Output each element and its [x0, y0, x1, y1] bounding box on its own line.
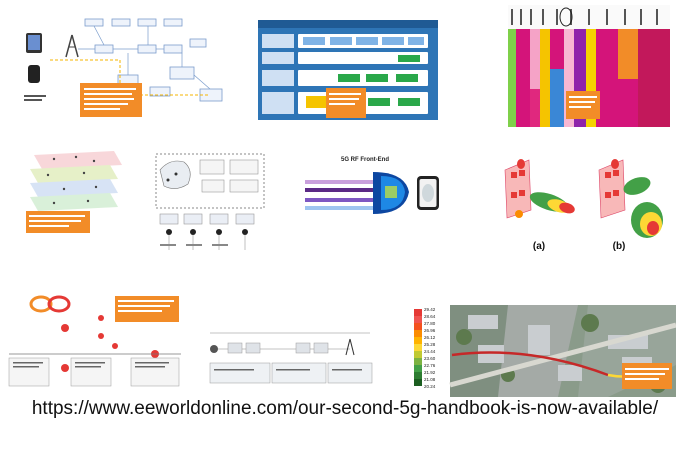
infinity-icon — [29, 295, 71, 313]
network-layers-figure — [24, 145, 124, 237]
heatmap-legend-value: 21.08 — [424, 377, 436, 382]
public-network-diagram-figure — [20, 5, 238, 123]
rf-front-end-figure: 5G RF Front-End — [285, 152, 445, 232]
network-block-diagram-figure — [258, 20, 438, 120]
heatmap-legend-value: 26.96 — [424, 328, 436, 333]
beam-label-a: (a) — [533, 241, 545, 252]
phone-icon — [28, 65, 40, 83]
heatmap-legend-bar — [414, 309, 422, 386]
thumb-latency-diagram[interactable] — [200, 325, 380, 387]
thumb-aerial-heatmap[interactable]: 29.42 28.64 27.80 26.96 26.12 25.28 24.44 23.60… — [408, 305, 676, 397]
map-architecture-figure — [150, 140, 270, 258]
source-url-caption[interactable]: https://www.eeworldonline.com/our-second… — [31, 398, 659, 419]
heatmap-legend-value: 22.76 — [424, 363, 436, 368]
heatmap-legend-value: 24.44 — [424, 349, 436, 354]
heatmap-legend-value: 23.60 — [424, 356, 436, 361]
thumb-network-layers[interactable] — [24, 145, 124, 237]
tower-icon — [345, 338, 355, 356]
aerial-heatmap-figure: 29.42 28.64 27.80 26.96 26.12 25.28 24.44 23.60… — [408, 305, 676, 397]
rf-front-end-title: 5G RF Front-End — [341, 157, 389, 163]
heatmap-legend-value: 27.80 — [424, 321, 436, 326]
thumb-antenna-beams[interactable]: (a) (b) — [497, 150, 677, 255]
tower-icon — [65, 34, 79, 58]
thumb-network-block-diagram[interactable] — [258, 20, 438, 120]
figure-callout — [115, 296, 179, 322]
smartphone-icon — [417, 176, 439, 210]
thumb-rf-front-end[interactable]: 5G RF Front-End — [285, 152, 445, 232]
heatmap-legend-value: 29.42 — [424, 307, 436, 312]
heatmap-legend-value: 25.28 — [424, 342, 436, 347]
heatmap-legend-value: 28.64 — [424, 314, 436, 319]
beam-label-b: (b) — [613, 241, 626, 252]
thumb-public-network-diagram[interactable] — [20, 5, 238, 123]
ci-cd-infographic-figure — [5, 290, 185, 390]
heatmap-legend-value: 26.12 — [424, 335, 436, 340]
heatmap-legend-value: 20.24 — [424, 384, 436, 389]
thumb-map-architecture[interactable] — [150, 140, 270, 258]
thumb-spectrum-allocation[interactable] — [508, 5, 670, 127]
antenna-beams-figure: (a) (b) — [497, 150, 677, 255]
heatmap-legend-value: 21.92 — [424, 370, 436, 375]
latency-diagram-figure — [200, 325, 380, 387]
spectrum-allocation-figure — [508, 5, 670, 127]
heatmap-legend-labels: 29.42 28.64 27.80 26.96 26.12 25.28 24.44 23.60… — [424, 307, 436, 389]
thumb-ci-cd-infographic[interactable] — [5, 290, 185, 390]
figure-callout — [622, 363, 672, 389]
